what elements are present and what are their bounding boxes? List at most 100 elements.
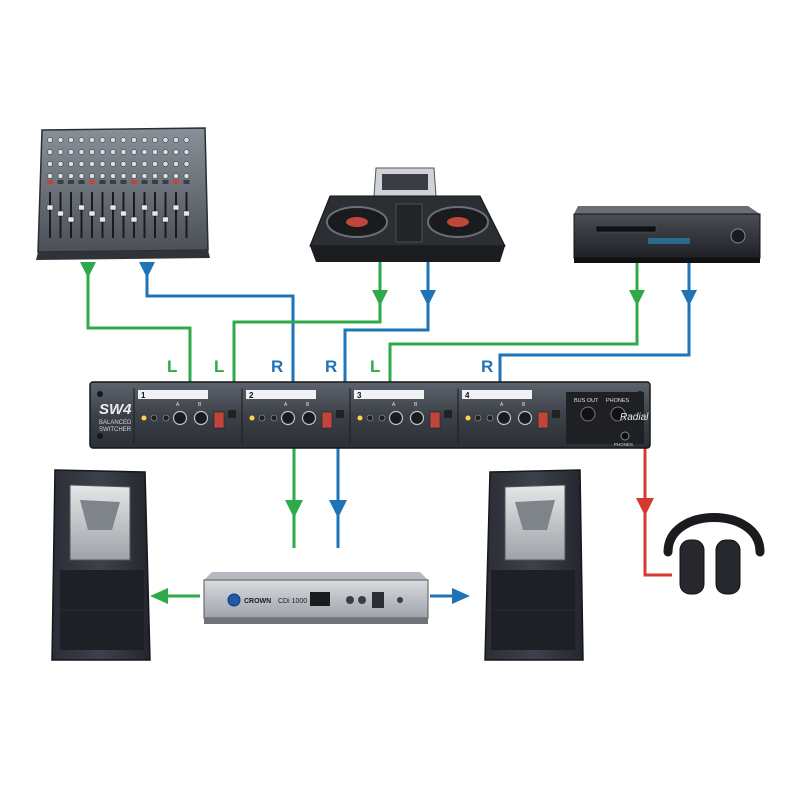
link-switch[interactable] (228, 410, 236, 418)
mixer-strip (67, 137, 75, 238)
level-knob-b[interactable] (517, 410, 533, 426)
channel-b-label: B (306, 402, 310, 408)
arrow-bus-left (285, 500, 303, 518)
arrow-amp-right (452, 588, 470, 604)
arrow-dj-right (420, 290, 436, 306)
switcher-subtitle-1: BALANCED (99, 420, 132, 426)
label-l-2: L (214, 357, 224, 376)
amp-brand: CROWN (244, 598, 271, 605)
channel-a-label: A (176, 402, 180, 408)
channel-switch[interactable] (486, 414, 494, 422)
wire-mixer-right (145, 262, 295, 382)
channel-labels: L L R R L R (167, 357, 493, 376)
mixer-strip (130, 137, 138, 238)
label-r-1: R (271, 357, 283, 376)
status-led (249, 415, 255, 421)
channel-number: 4 (465, 391, 470, 400)
wire-mixer-left (86, 262, 192, 382)
label-l-1: L (167, 357, 177, 376)
mixer-strip (88, 137, 96, 238)
speaker-right (484, 469, 584, 661)
phones-knob[interactable] (610, 406, 626, 422)
status-led (465, 415, 471, 421)
arrow-mixer-right (139, 262, 155, 278)
channel-switch[interactable] (366, 414, 374, 422)
label-l-3: L (370, 357, 380, 376)
dvd-player-device (573, 206, 761, 263)
headphones-device (663, 513, 765, 595)
bus-out-knob[interactable] (580, 406, 596, 422)
channel-a-label: A (500, 402, 504, 408)
channel-b-label: B (414, 402, 418, 408)
label-r-2: R (325, 357, 337, 376)
mixer-strip (162, 137, 169, 238)
arrow-bus-right (329, 500, 347, 518)
pfl-switch[interactable] (537, 411, 549, 429)
phones-jack (620, 431, 630, 441)
level-knob-a[interactable] (496, 410, 512, 426)
channel-switch[interactable] (162, 414, 170, 422)
mixer-strip (141, 137, 148, 238)
status-led (357, 415, 363, 421)
level-knob-b[interactable] (301, 410, 317, 426)
label-r-3: R (481, 357, 493, 376)
mixer-strip (151, 137, 159, 238)
mixer-strip (57, 137, 64, 238)
amplifier-device: CROWN CDi 1000 (203, 572, 429, 624)
arrow-dvd-left (629, 290, 645, 306)
channel-number: 3 (357, 391, 362, 400)
mixer-strip (78, 137, 85, 238)
phones-label: PHONES (606, 398, 630, 404)
switcher-subtitle-2: SWITCHER (99, 427, 132, 433)
channel-switch[interactable] (150, 414, 158, 422)
level-knob-b[interactable] (409, 410, 425, 426)
radial-brand: Radial (620, 412, 649, 423)
channel-number: 2 (249, 391, 254, 400)
level-knob-a[interactable] (172, 410, 188, 426)
mixer-strip (109, 137, 117, 238)
status-led (141, 415, 147, 421)
mixer-strip (99, 137, 106, 238)
mixer-channel-strips (46, 137, 190, 238)
arrow-dvd-right (681, 290, 697, 306)
speaker-left (51, 469, 151, 661)
pfl-switch[interactable] (429, 411, 441, 429)
wire-phones (643, 448, 672, 577)
channel-b-label: B (522, 402, 526, 408)
bus-out-label: BUS OUT (574, 398, 599, 404)
switcher-channel-2: 2A B (241, 388, 344, 444)
switcher-model: SW4 (99, 401, 132, 418)
level-knob-a[interactable] (280, 410, 296, 426)
link-switch[interactable] (336, 410, 344, 418)
channel-switch[interactable] (474, 414, 482, 422)
pfl-switch[interactable] (321, 411, 333, 429)
mixer-strip (172, 137, 180, 238)
switcher-channel-4: 4A B (457, 388, 560, 444)
channel-switch[interactable] (270, 414, 278, 422)
arrow-amp-left (150, 588, 168, 604)
arrow-dj-left (372, 290, 388, 306)
link-switch[interactable] (444, 410, 452, 418)
mixer-device (36, 127, 210, 260)
channel-b-label: B (198, 402, 202, 408)
amp-model: CDi 1000 (278, 598, 307, 605)
level-knob-a[interactable] (388, 410, 404, 426)
channel-switch[interactable] (378, 414, 386, 422)
level-knob-b[interactable] (193, 410, 209, 426)
mixer-strip (183, 137, 190, 238)
wire-dj-left (232, 262, 382, 382)
wire-dvd-right (498, 262, 691, 382)
channel-a-label: A (284, 402, 288, 408)
link-switch[interactable] (552, 410, 560, 418)
channel-switch[interactable] (258, 414, 266, 422)
pfl-switch[interactable] (213, 411, 225, 429)
arrow-phones (636, 498, 654, 516)
channel-a-label: A (392, 402, 396, 408)
arrowheads (80, 262, 697, 604)
dj-controller-device (309, 167, 506, 262)
arrow-mixer-left (80, 262, 96, 278)
